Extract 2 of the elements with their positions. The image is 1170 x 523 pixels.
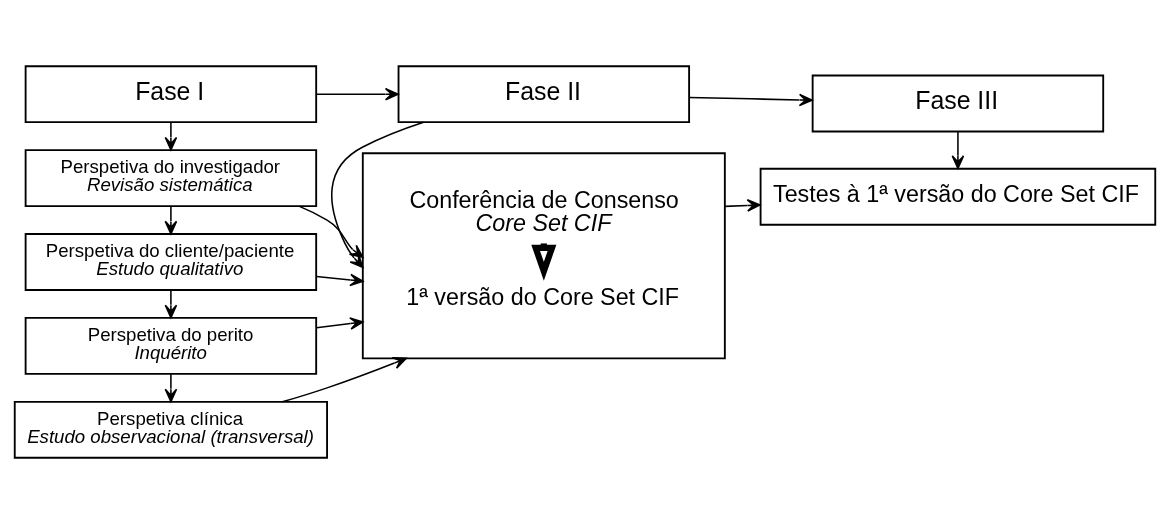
node-text: 1ª versão do Core Set CIF (406, 283, 680, 310)
node-text: Conferência de Consenso Core Set CIF (409, 186, 679, 236)
